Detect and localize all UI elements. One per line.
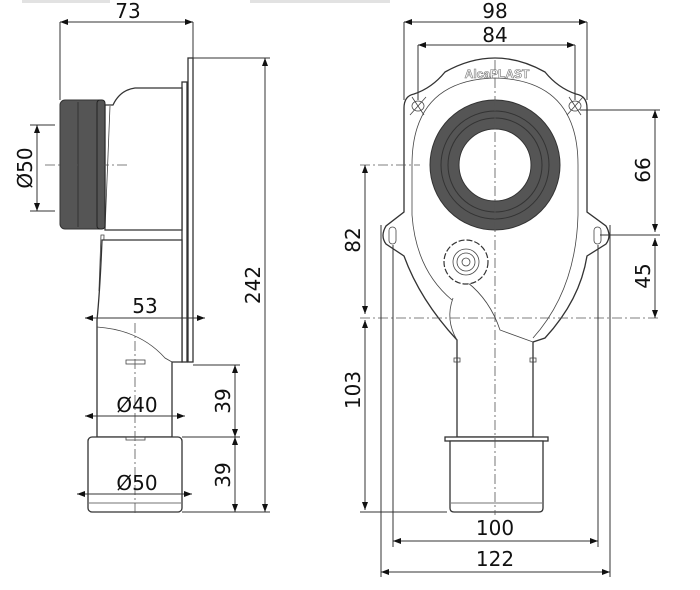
front-view: AlcaPLAST: [341, 0, 660, 577]
dim-pipe-height: 39: [211, 388, 235, 413]
dim-outlet-diameter: Ø50: [116, 471, 157, 495]
dim-lower-height: 45: [631, 263, 655, 288]
dim-total-height: 242: [241, 266, 265, 304]
dim-pipe-diameter: Ø40: [116, 393, 157, 417]
mount-slot-left: [388, 226, 397, 245]
dim-width-outer: 98: [482, 0, 507, 23]
dim-center-height: 82: [341, 227, 365, 252]
dim-width-top: 73: [115, 0, 140, 23]
cleaning-knob: [443, 239, 489, 285]
brand-logo: AlcaPLAST: [465, 67, 530, 81]
wall-plate-inner: [181, 81, 188, 363]
dim-outlet-height: 39: [211, 462, 235, 487]
side-view: 73 Ø50 242 53 Ø40 Ø50 39 39: [13, 0, 270, 515]
wall-plate: [187, 57, 194, 363]
dim-inlet-diameter: Ø50: [13, 147, 37, 188]
dim-width-inner: 84: [482, 23, 507, 47]
dim-mount-width: 100: [476, 516, 514, 540]
dim-outlet-height-front: 103: [341, 371, 365, 409]
dim-offset: 53: [132, 294, 157, 318]
siphon-body-top: [104, 87, 183, 231]
outlet-cup-front: [449, 440, 544, 513]
dim-upper-height: 66: [631, 157, 655, 182]
top-bar-left: [22, 0, 110, 3]
dim-total-width: 122: [476, 547, 514, 571]
screw-hole-left: [409, 96, 427, 116]
screw-hole-right: [566, 96, 584, 116]
top-bar-right: [250, 0, 390, 3]
